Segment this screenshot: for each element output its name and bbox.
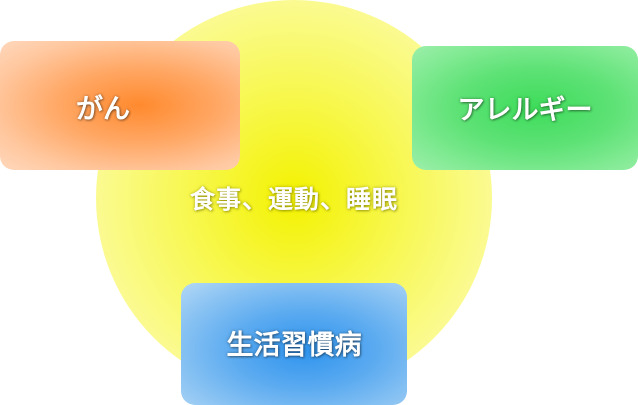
center-label: 食事、運動、睡眠 bbox=[189, 185, 398, 214]
cancer-box: がん bbox=[0, 41, 240, 170]
cancer-label: がん bbox=[76, 94, 130, 125]
lifestyle-disease-box: 生活習慣病 bbox=[181, 283, 407, 405]
lifestyle-disease-label: 生活習慣病 bbox=[226, 330, 362, 361]
allergy-label: アレルギー bbox=[457, 95, 593, 126]
allergy-box: アレルギー bbox=[412, 46, 638, 170]
